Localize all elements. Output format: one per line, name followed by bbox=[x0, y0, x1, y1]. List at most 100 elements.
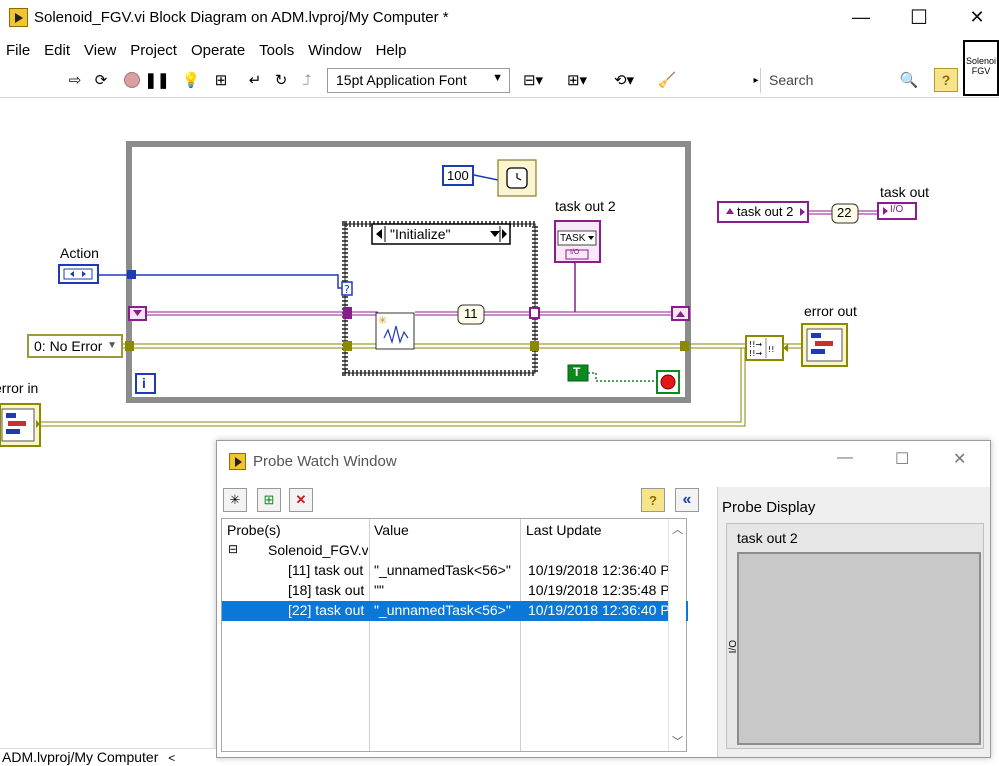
task-out-io-text: I/O bbox=[890, 204, 904, 215]
status-context: ADM.lvproj/My Computer bbox=[2, 749, 159, 765]
no-error-constant-text: 0: No Error bbox=[34, 338, 103, 354]
delete-probe-icon[interactable]: ✕ bbox=[289, 488, 313, 512]
value-cell: "_unnamedTask<56>" bbox=[374, 602, 511, 618]
search-icon[interactable]: 🔍 bbox=[899, 72, 919, 89]
menu-bar: File Edit View Project Operate Tools Win… bbox=[0, 38, 960, 62]
step-over-icon[interactable]: ↻ bbox=[274, 72, 288, 89]
column-header-probes[interactable]: Probe(s) bbox=[227, 522, 281, 538]
task-io-text: I/O bbox=[570, 249, 580, 256]
value-cell: "_unnamedTask<56>" bbox=[374, 562, 511, 578]
probe-22-text[interactable]: 22 bbox=[837, 205, 852, 220]
case-selector-label[interactable]: "Initialize" bbox=[390, 226, 451, 242]
maximize-button[interactable]: ☐ bbox=[910, 6, 928, 29]
add-probes-icon[interactable]: ⊞ bbox=[257, 488, 281, 512]
probe-display-title: Probe Display bbox=[722, 499, 816, 516]
distribute-objects-icon[interactable]: ⊞▾ bbox=[566, 72, 588, 89]
error-wire bbox=[40, 343, 802, 427]
no-error-constant[interactable]: 0: No Error ▼ bbox=[27, 334, 123, 358]
error-tunnel-loop-out bbox=[680, 341, 689, 351]
chevron-left-icon[interactable]: < bbox=[168, 751, 176, 765]
probe-list-scrollbar[interactable]: ︿ ﹀ bbox=[668, 519, 686, 751]
step-out-icon[interactable]: ⮥ bbox=[302, 71, 312, 89]
true-constant bbox=[567, 364, 589, 382]
menu-view[interactable]: View bbox=[84, 41, 117, 59]
align-objects-icon[interactable]: ⊟▾ bbox=[522, 72, 544, 89]
search-expand-icon[interactable]: ▸ bbox=[753, 74, 759, 86]
status-bar: ADM.lvproj/My Computer < bbox=[0, 748, 216, 766]
close-button[interactable]: ✕ bbox=[969, 6, 985, 27]
stop-wire bbox=[588, 372, 659, 382]
minimize-button[interactable]: — bbox=[852, 6, 870, 27]
menu-window[interactable]: Window bbox=[308, 41, 362, 59]
true-constant-text: T bbox=[573, 365, 581, 379]
column-header-value[interactable]: Value bbox=[374, 522, 409, 538]
retain-wire-values-icon[interactable]: ⊞ bbox=[214, 72, 228, 89]
toolbar-separator bbox=[0, 97, 999, 98]
table-row[interactable]: [11] task out "_unnamedTask<56>" 10/19/2… bbox=[222, 561, 688, 581]
probe-cell: [11] task out bbox=[288, 562, 364, 578]
task-out-terminal bbox=[877, 202, 917, 220]
toolbar: ⇨ ⟳ ❚❚ 💡 ⊞ ↵ ↻ ⮥ 15pt Application Font ▼… bbox=[0, 64, 960, 96]
collapse-tree-icon[interactable]: ⊟ bbox=[228, 542, 239, 556]
probe-11-text[interactable]: 11 bbox=[464, 306, 478, 321]
error-tunnel-case-in bbox=[343, 341, 352, 351]
probe-maximize-button[interactable]: ☐ bbox=[895, 451, 910, 468]
task-out-2-local-variable bbox=[717, 201, 809, 223]
search-placeholder: Search bbox=[769, 72, 814, 88]
column-divider[interactable] bbox=[520, 519, 521, 751]
table-row[interactable]: [18] task out "" 10/19/2018 12:35:48 PM bbox=[222, 581, 688, 601]
table-row-selected[interactable]: [22] task out "_unnamedTask<56>" 10/19/2… bbox=[222, 601, 688, 621]
probe-watch-window[interactable]: Probe Watch Window — ☐ ✕ ✳ ⊞ ✕ ? « Probe… bbox=[216, 440, 991, 758]
reorder-icon[interactable]: ⟲▾ bbox=[613, 72, 635, 89]
column-header-last-update[interactable]: Last Update bbox=[526, 522, 602, 538]
vi-icon-text-2: FGV bbox=[971, 66, 991, 76]
block-diagram[interactable]: ? ✳ !!→ !!→ !! bbox=[0, 98, 999, 748]
probe-group-name: Solenoid_FGV.vi bbox=[268, 542, 368, 558]
probe-list[interactable]: Probe(s) Value Last Update ⊟ Solenoid_FG… bbox=[221, 518, 688, 752]
scroll-up-icon[interactable]: ︿ bbox=[672, 524, 683, 536]
new-probe-icon[interactable]: ✳ bbox=[223, 488, 247, 512]
context-help-button[interactable]: ? bbox=[934, 68, 958, 92]
case-selector-box bbox=[371, 223, 511, 245]
probe-minimize-button[interactable]: — bbox=[837, 449, 853, 466]
search-input[interactable]: Search bbox=[760, 68, 930, 93]
probe-cell: [18] task out bbox=[288, 582, 365, 598]
vi-connector-icon[interactable]: Solenoi FGV bbox=[963, 40, 999, 96]
probe-close-button[interactable]: ✕ bbox=[953, 451, 967, 468]
task-out-2-local-text[interactable]: task out 2 bbox=[737, 204, 794, 219]
error-tunnel-loop-in bbox=[125, 341, 134, 351]
task-out-label: task out bbox=[880, 184, 930, 200]
menu-operate[interactable]: Operate bbox=[190, 41, 246, 59]
scroll-down-icon[interactable]: ﹀ bbox=[672, 736, 683, 748]
probe-help-button[interactable]: ? bbox=[641, 488, 665, 512]
probe-11-label bbox=[457, 304, 485, 325]
case-structure-frame bbox=[342, 221, 538, 376]
menu-help[interactable]: Help bbox=[375, 41, 407, 59]
step-into-icon[interactable]: ↵ bbox=[248, 72, 262, 89]
loop-iteration-text: i bbox=[142, 375, 146, 391]
menu-file[interactable]: File bbox=[6, 41, 31, 59]
pause-icon[interactable]: ❚❚ bbox=[144, 72, 170, 89]
run-arrow-icon[interactable]: ⇨ bbox=[68, 72, 82, 89]
probe-window-icon bbox=[229, 453, 246, 470]
last-update-cell: 10/19/2018 12:36:40 PM bbox=[528, 602, 682, 618]
column-divider[interactable] bbox=[369, 519, 370, 751]
error-in-label: error in bbox=[0, 380, 39, 396]
run-continuously-icon[interactable]: ⟳ bbox=[94, 72, 108, 89]
menu-edit[interactable]: Edit bbox=[44, 41, 71, 59]
clean-up-diagram-icon[interactable]: 🧹 bbox=[657, 72, 677, 89]
svg-text:!!→: !!→ bbox=[749, 349, 762, 358]
wait-ms-constant[interactable]: 100 bbox=[442, 165, 474, 186]
title-bar: Solenoid_FGV.vi Block Diagram on ADM.lvp… bbox=[0, 0, 999, 36]
menu-tools[interactable]: Tools bbox=[259, 41, 295, 59]
menu-project[interactable]: Project bbox=[130, 41, 177, 59]
error-tunnel-case-out bbox=[530, 341, 539, 351]
font-selector[interactable]: 15pt Application Font ▼ bbox=[327, 68, 510, 93]
probe-display-item-label: task out 2 bbox=[737, 530, 798, 546]
probe-group-row[interactable]: ⊟ Solenoid_FGV.vi bbox=[222, 541, 688, 561]
action-tunnel bbox=[127, 270, 136, 279]
abort-icon[interactable] bbox=[121, 69, 143, 91]
highlight-execution-icon[interactable]: 💡 bbox=[181, 72, 201, 89]
collapse-display-button[interactable]: « bbox=[675, 488, 699, 512]
probe-display-value-area bbox=[737, 552, 981, 745]
